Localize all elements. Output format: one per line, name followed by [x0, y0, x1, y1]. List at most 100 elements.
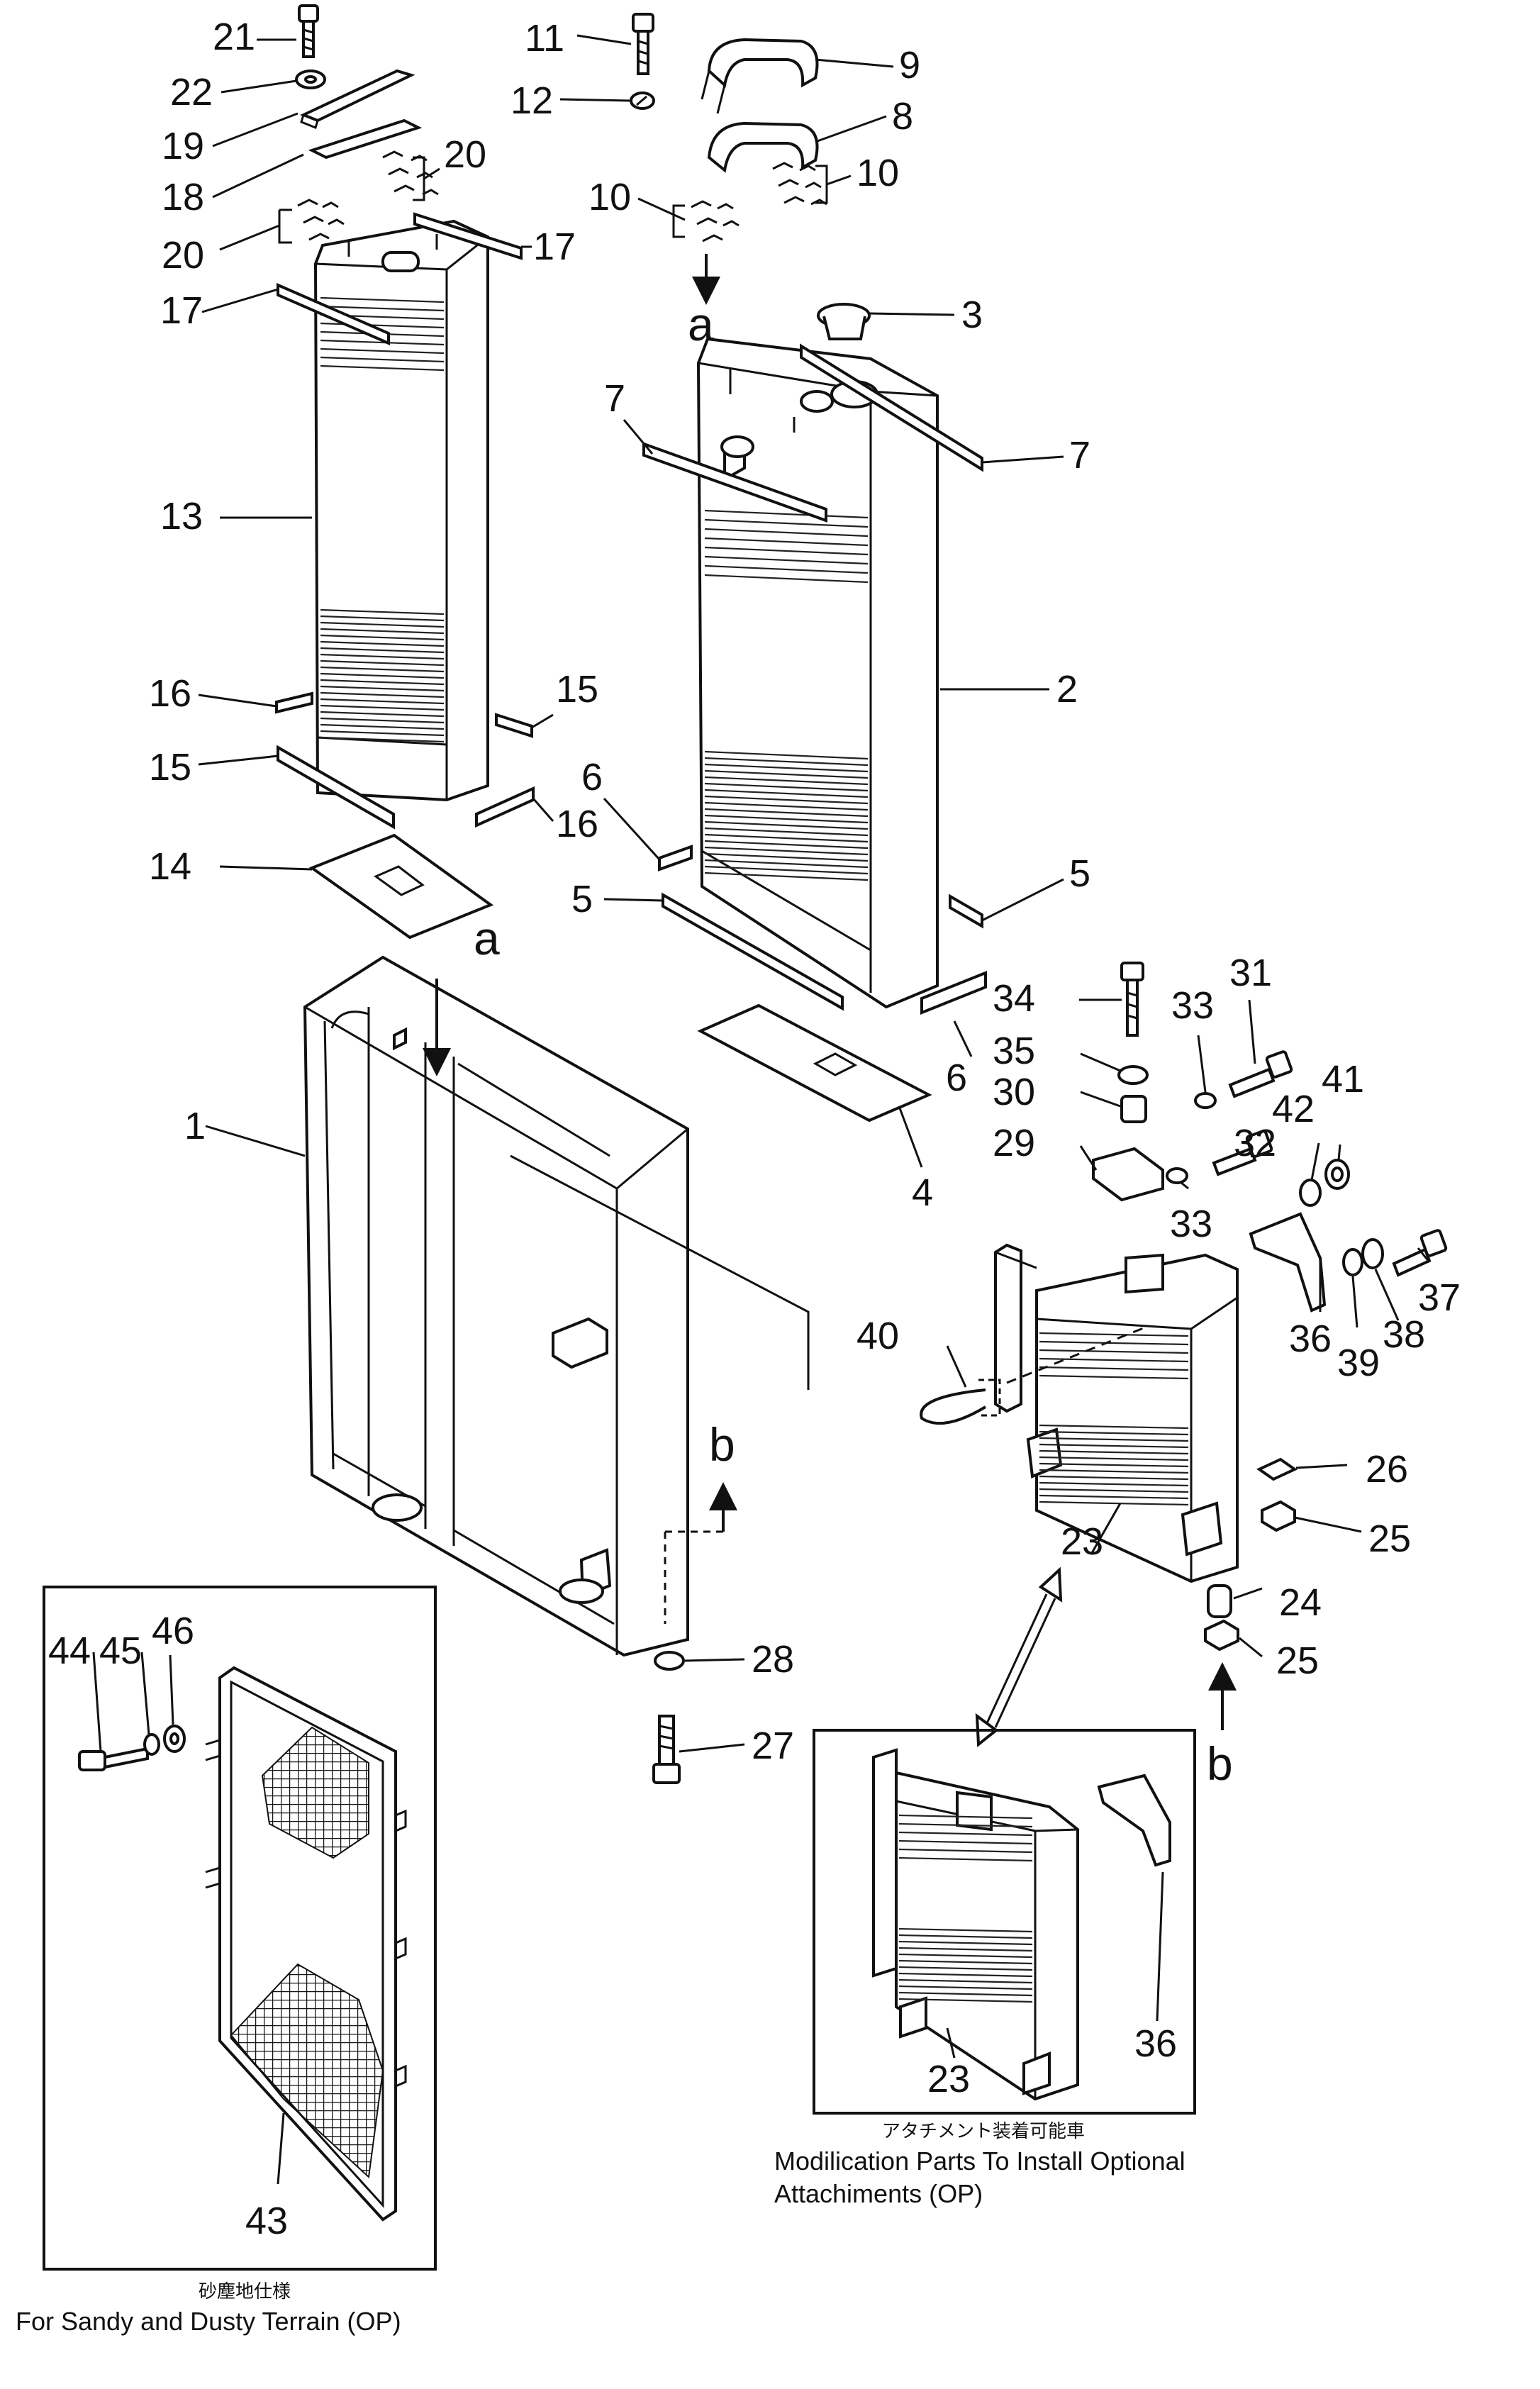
label-part-2: 2	[1056, 668, 1078, 711]
swap-double-arrow	[975, 1566, 1063, 1748]
option-bracket-part-36	[1097, 1773, 1171, 1867]
pad-part-25-lower	[1204, 1619, 1239, 1652]
bolt-part-27	[652, 1715, 681, 1784]
cap-part-3	[817, 303, 871, 340]
washer-part-35	[1117, 1065, 1149, 1085]
label-part-30: 30	[993, 1071, 1035, 1113]
label-part-1: 1	[184, 1105, 206, 1147]
washer-part-22	[295, 69, 326, 89]
label-part-20-upper: 20	[444, 133, 486, 176]
seal-part-15-right	[495, 713, 533, 738]
washer-part-33-upper	[1194, 1092, 1217, 1109]
bolt-part-21	[298, 4, 319, 58]
label-part-26: 26	[1366, 1448, 1408, 1491]
seal-part-5-right	[949, 893, 983, 929]
bolt-part-34	[1120, 962, 1144, 1037]
label-part-22: 22	[170, 71, 213, 113]
oil-cooler-part-23	[994, 1243, 1239, 1583]
clip-set-10-right	[772, 162, 827, 206]
bolt-part-11	[632, 13, 654, 75]
mesh-screen-part-43	[205, 1666, 407, 2222]
label-part-17-left: 17	[160, 289, 203, 332]
label-part-36-main: 36	[1289, 1318, 1332, 1360]
label-part-12: 12	[510, 79, 553, 122]
label-part-5-right: 5	[1069, 852, 1090, 895]
label-part-3: 3	[961, 294, 983, 336]
label-part-15-right: 15	[556, 668, 598, 711]
label-part-45: 45	[99, 1630, 142, 1672]
clip-set-20-lower	[297, 199, 345, 241]
washer-part-33-lower	[1166, 1167, 1188, 1184]
label-part-28: 28	[752, 1638, 794, 1681]
label-part-17-right: 17	[533, 225, 576, 268]
lock-washer-part-12	[630, 91, 655, 110]
seal-part-6-right	[920, 971, 987, 1015]
label-part-33-lower: 33	[1170, 1203, 1212, 1245]
lock-washer-part-45	[143, 1733, 160, 1756]
label-part-29: 29	[993, 1122, 1035, 1164]
label-part-21: 21	[213, 16, 255, 58]
washer-part-46	[163, 1725, 186, 1753]
label-part-44: 44	[48, 1630, 91, 1672]
pad-part-25-upper	[1261, 1500, 1296, 1532]
bracket-part-29	[1092, 1147, 1164, 1202]
label-part-20-lower: 20	[162, 234, 204, 277]
plate-part-14	[308, 833, 494, 940]
seal-part-7-left	[642, 442, 827, 523]
seal-part-6-left	[658, 845, 693, 871]
label-part-40: 40	[857, 1315, 899, 1357]
bolt-part-44	[78, 1747, 149, 1771]
label-part-14: 14	[149, 845, 191, 888]
radiator-part-2	[696, 337, 939, 1009]
bracket-part-36	[1249, 1212, 1327, 1313]
reference-letters: a a b b	[474, 298, 1233, 1790]
label-part-36-option: 36	[1134, 2022, 1177, 2065]
label-part-10-left: 10	[588, 176, 631, 218]
caption-sandy-english: For Sandy and Dusty Terrain (OP)	[16, 2307, 401, 2336]
label-part-16-right: 16	[556, 803, 598, 845]
clip-set-10-left	[691, 200, 740, 243]
clip-part-26	[1256, 1457, 1298, 1481]
nut-part-41	[1324, 1159, 1350, 1190]
bracket-part-8	[707, 121, 819, 173]
seal-part-17-right	[413, 212, 523, 260]
label-part-18: 18	[162, 176, 204, 218]
label-part-38: 38	[1383, 1313, 1425, 1356]
caption-attach-english-line2: Attachiments (OP)	[774, 2179, 983, 2208]
label-part-46: 46	[152, 1610, 194, 1652]
label-part-27: 27	[752, 1725, 794, 1767]
hose-part-40	[920, 1379, 1001, 1425]
label-part-43: 43	[245, 2200, 288, 2242]
label-part-25-upper: 25	[1368, 1518, 1411, 1560]
label-part-10-right: 10	[857, 152, 899, 194]
ref-letter-b-pad: b	[1207, 1737, 1233, 1790]
part-number-labels: 21 22 19 18 20 20 17 17 1 3 16 15 15 16 1…	[48, 16, 1461, 2242]
label-part-19: 19	[162, 125, 204, 167]
bracket-part-18	[308, 118, 423, 160]
clip-set-20-upper	[382, 150, 439, 196]
sandy-terrain-box	[43, 1586, 437, 2271]
label-part-39: 39	[1337, 1342, 1380, 1384]
label-part-25-lower: 25	[1276, 1639, 1319, 1682]
washer-part-39	[1342, 1248, 1363, 1276]
label-part-31: 31	[1229, 952, 1272, 994]
caption-attach-english-line1: Modilication Parts To Install Optional	[774, 2146, 1185, 2176]
label-part-23-option: 23	[927, 2058, 970, 2100]
label-part-11: 11	[525, 17, 564, 60]
label-part-6-right: 6	[946, 1057, 967, 1099]
seal-part-16-left	[275, 691, 313, 714]
label-part-32: 32	[1234, 1122, 1276, 1164]
label-part-23-main: 23	[1061, 1520, 1103, 1563]
label-part-15-left: 15	[149, 746, 191, 789]
frame-part-1	[303, 955, 810, 1657]
bracket-part-19	[299, 69, 415, 130]
label-part-6-left: 6	[581, 756, 603, 798]
label-part-42: 42	[1272, 1088, 1315, 1130]
bolt-part-31	[1228, 1050, 1293, 1098]
label-part-9: 9	[899, 44, 920, 87]
bracket-part-9	[701, 38, 819, 114]
option-attachments-box	[813, 1729, 1196, 2115]
caption-attach-japanese: アタチメント装着可能車	[882, 2121, 1085, 2142]
label-part-16-left: 16	[149, 672, 191, 715]
